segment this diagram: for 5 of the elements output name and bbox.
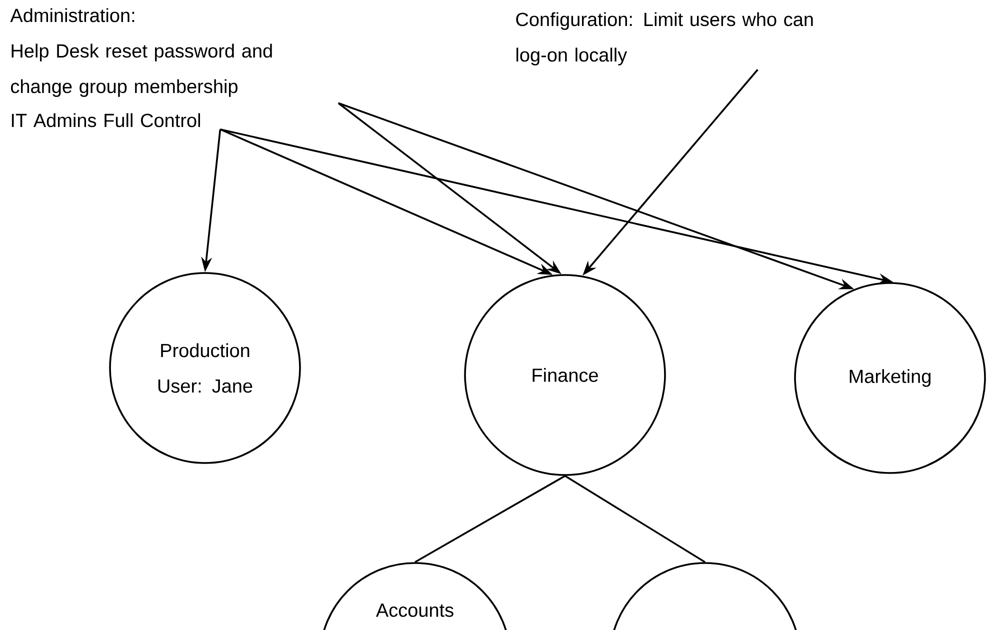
connector-line bbox=[564, 475, 706, 563]
annotation-text: IT Admins Full Control bbox=[12, 113, 200, 128]
connector-line bbox=[414, 475, 566, 563]
annotation-text: Administration: Help Desk reset password and change group membership bbox=[10, 8, 272, 97]
annotation-text: Configuration: Limit users who can log-on locally bbox=[516, 12, 813, 66]
